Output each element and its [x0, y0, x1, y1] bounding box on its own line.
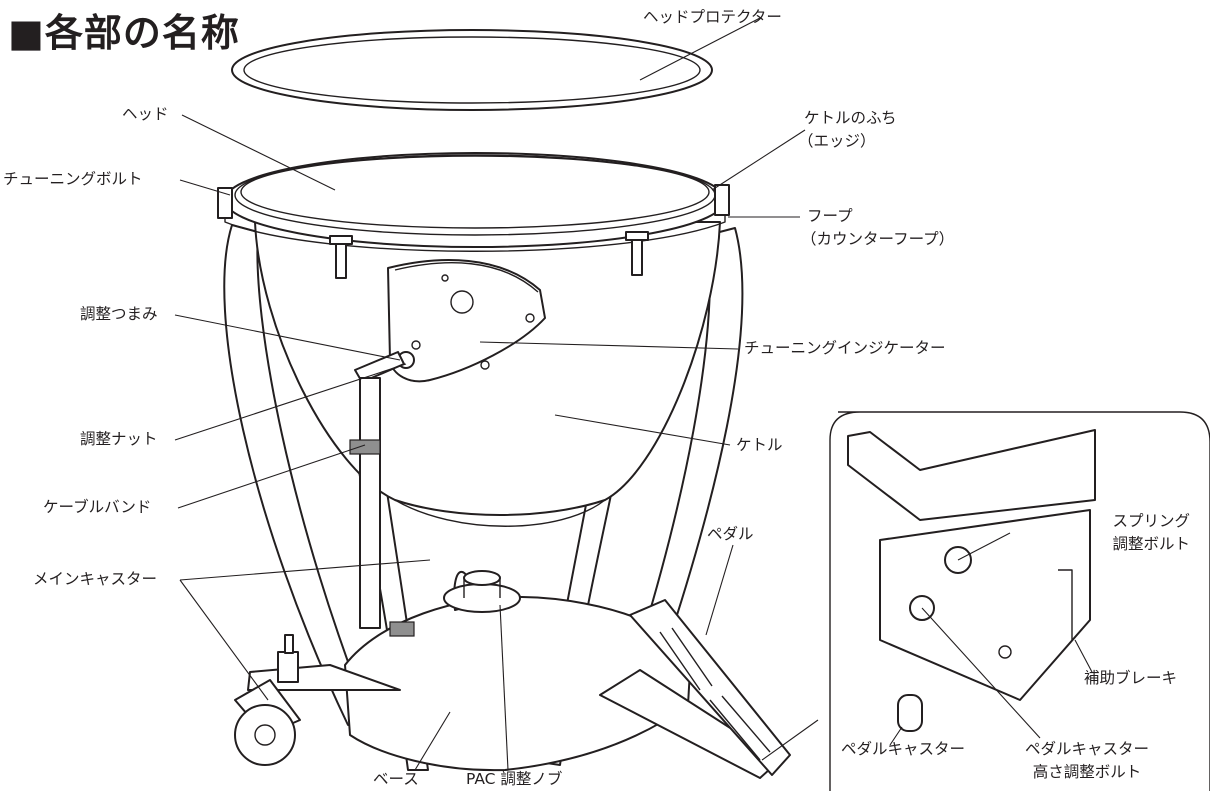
label-head-protector: ヘッドプロテクター [643, 8, 782, 26]
label-main-caster: メインキャスター [33, 570, 158, 588]
page-title: ■各部の名称 [8, 11, 240, 55]
base-drawing [247, 570, 781, 779]
label-aux-brake: 補助ブレーキ [1084, 669, 1178, 687]
label-hoop-1: フープ [807, 207, 853, 225]
pedal-drawing [629, 599, 791, 776]
leader-lines [174, 17, 1093, 771]
label-spring-bolt-1: スプリング [1112, 512, 1190, 530]
label-pedal: ペダル [707, 525, 754, 543]
label-kettle: ケトル [736, 436, 783, 454]
label-head: ヘッド [122, 105, 169, 123]
label-base: ベース [373, 770, 419, 788]
label-hoop-2: （カウンターフープ） [801, 230, 955, 248]
tuning-indicator-drawing [387, 259, 546, 383]
label-cable-band: ケーブルバンド [43, 498, 152, 516]
label-kettle-rim-1: ケトルのふち [804, 109, 897, 127]
label-tuning-bolt: チューニングボルト [3, 170, 143, 188]
label-pedal-caster: ペダルキャスター [841, 740, 966, 758]
head-protector-drawing [231, 29, 713, 111]
label-pac-knob: PAC 調整ノブ [466, 770, 563, 788]
label-pedal-caster-height-1: ペダルキャスター [1024, 740, 1149, 758]
pedal-detail-drawing [829, 411, 1210, 791]
label-adjust-knob: 調整つまみ [80, 305, 158, 323]
label-pedal-caster-height-2: 高さ調整ボルト [1032, 763, 1142, 781]
label-spring-bolt-2: 調整ボルト [1112, 535, 1190, 553]
main-caster-drawing [234, 634, 301, 766]
tuning-bolts-drawing [217, 184, 730, 279]
label-kettle-rim-2: （エッジ） [798, 132, 876, 150]
drum-head-drawing [224, 152, 726, 252]
label-tuning-indicator: チューニングインジケーター [744, 339, 946, 357]
label-adjust-nut: 調整ナット [80, 430, 158, 448]
